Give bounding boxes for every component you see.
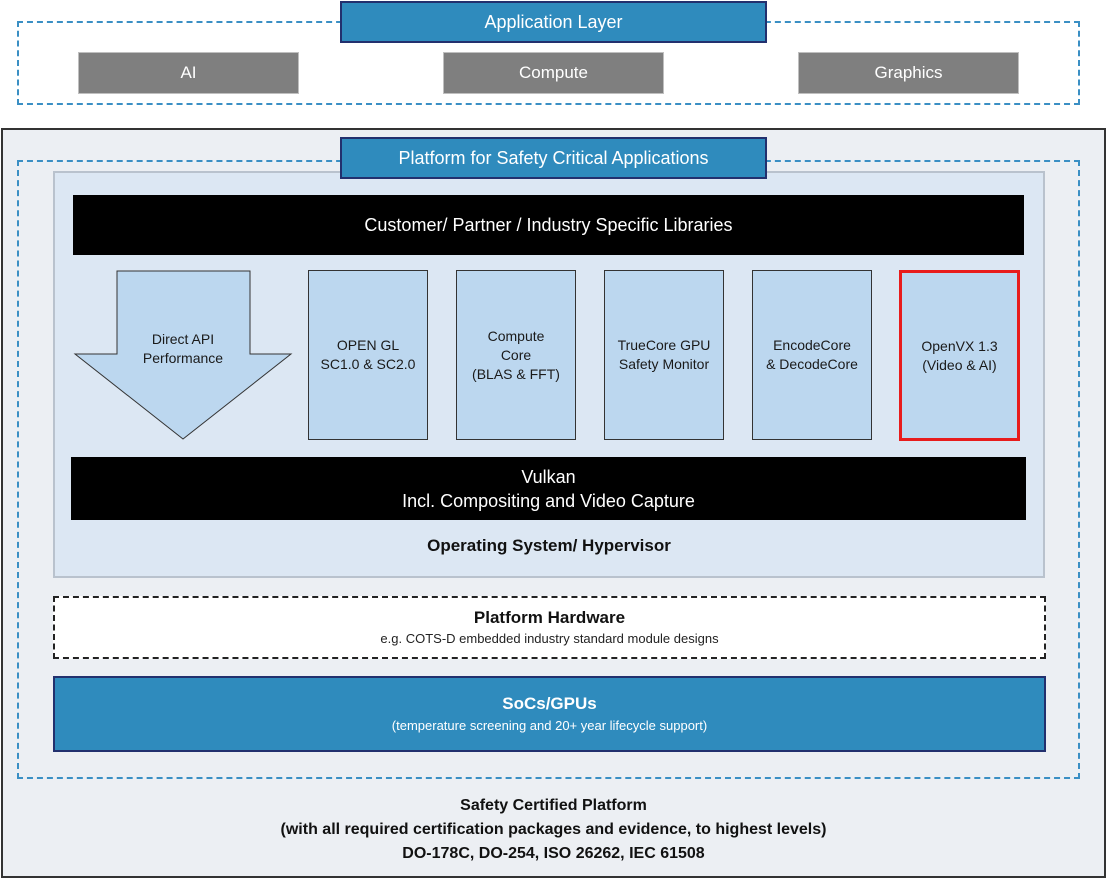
platform-hardware-box: Platform Hardware e.g. COTS-D embedded i… [53, 596, 1046, 659]
module-encode-line2: & DecodeCore [766, 356, 858, 372]
module-encodecore: EncodeCore & DecodeCore [752, 270, 872, 440]
module-opengl-line2: SC1.0 & SC2.0 [320, 356, 416, 372]
soc-title: SoCs/GPUs [502, 694, 597, 713]
application-layer-title: Application Layer [340, 1, 767, 43]
vulkan-bar: Vulkan Incl. Compositing and Video Captu… [71, 457, 1026, 520]
vulkan-line2: Incl. Compositing and Video Capture [402, 490, 695, 511]
app-item-ai: AI [78, 52, 299, 94]
direct-api-line1: Direct API [151, 331, 215, 347]
soc-subtitle: (temperature screening and 20+ year life… [391, 718, 708, 733]
cert-line1: Safety Certified Platform [460, 797, 647, 814]
direct-api-arrow [73, 270, 293, 440]
module-truecore: TrueCore GPU Safety Monitor [604, 270, 724, 440]
certification-text: Safety Certified Platform (with all requ… [1, 794, 1106, 866]
module-openvx-line1: OpenVX 1.3 [921, 337, 998, 354]
libraries-label: Customer/ Partner / Industry Specific Li… [364, 215, 733, 235]
module-encode-line1: EncodeCore [773, 337, 851, 353]
libraries-bar: Customer/ Partner / Industry Specific Li… [73, 195, 1024, 255]
cert-line3: DO-178C, DO-254, ISO 26262, IEC 61508 [402, 845, 705, 862]
module-compute-line3: (BLAS & FFT) [472, 365, 560, 382]
module-openvx: OpenVX 1.3 (Video & AI) [899, 270, 1020, 441]
module-opengl: OPEN GL SC1.0 & SC2.0 [308, 270, 428, 440]
direct-api-label: Direct API Performance [118, 330, 248, 368]
platform-title: Platform for Safety Critical Application… [340, 137, 767, 179]
module-compute-line1: Compute [487, 327, 545, 344]
module-compute-line2: Core [500, 346, 532, 363]
module-truecore-line2: Safety Monitor [618, 356, 710, 372]
hardware-title: Platform Hardware [473, 607, 626, 627]
os-label: Operating System/ Hypervisor [427, 536, 671, 555]
direct-api-line2: Performance [142, 350, 224, 366]
module-openvx-line2: (Video & AI) [922, 356, 997, 373]
app-item-compute: Compute [443, 52, 664, 94]
hardware-subtitle: e.g. COTS-D embedded industry standard m… [380, 630, 719, 646]
module-truecore-line1: TrueCore GPU [617, 337, 711, 353]
soc-gpu-box: SoCs/GPUs (temperature screening and 20+… [53, 676, 1046, 752]
cert-line2: (with all required certification package… [280, 821, 827, 838]
app-item-graphics: Graphics [798, 52, 1019, 94]
vulkan-line1: Vulkan [521, 466, 576, 487]
module-compute-core: Compute Core (BLAS & FFT) [456, 270, 576, 440]
module-opengl-line1: OPEN GL [336, 337, 400, 353]
